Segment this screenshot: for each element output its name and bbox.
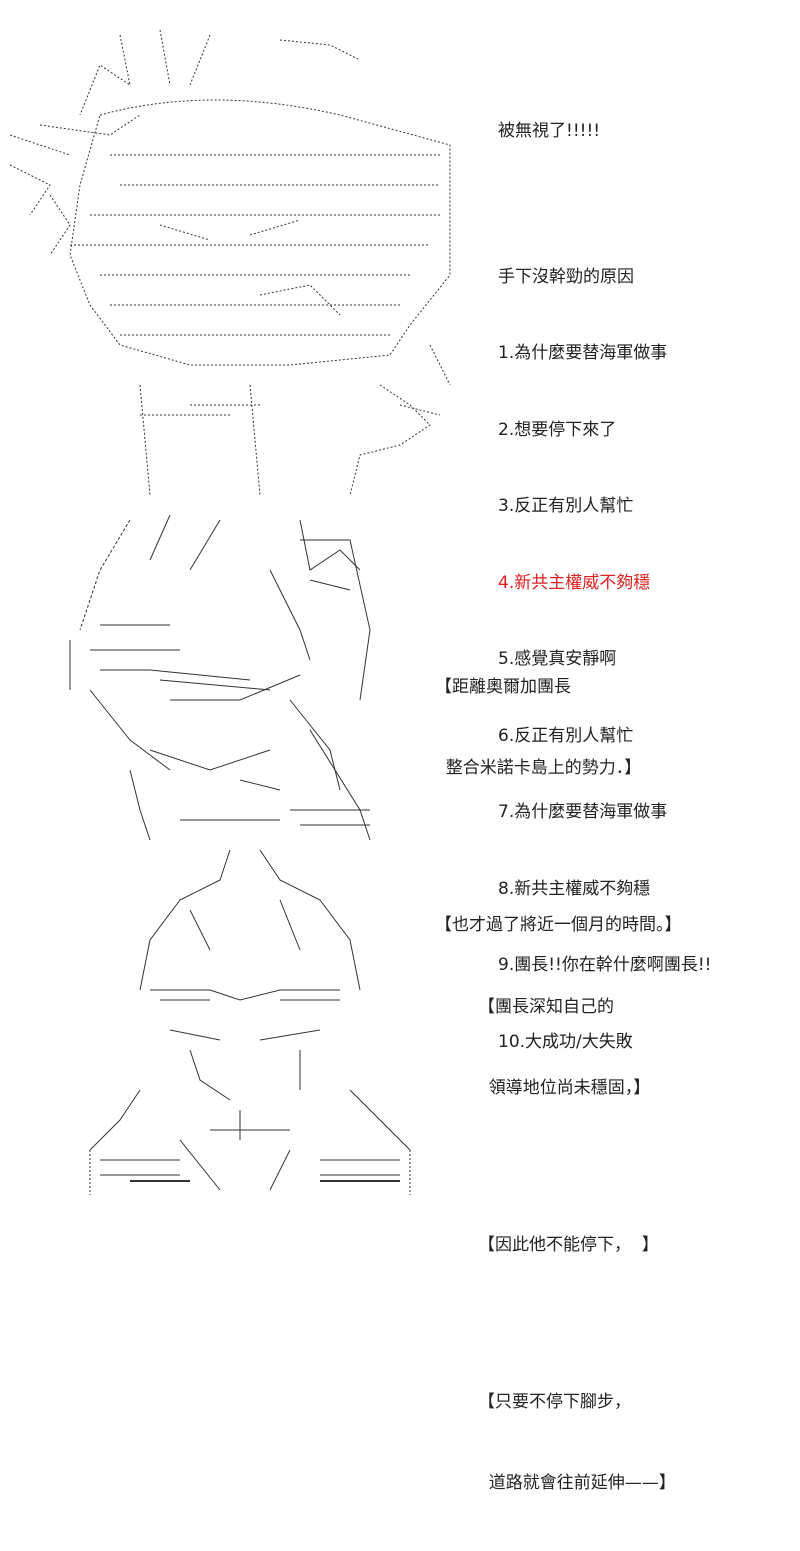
caption-line: 【距離奧爾加團長 [435,677,571,697]
panel-2: 【距離奧爾加團長 整合米諾卡島上的勢力．】 【也才過了將近一個月的時間。】 [0,505,800,935]
ascii-art-face-closeup [10,510,390,840]
caption-panel-3: 【團長深知自己的 領導地位尚未穩固，】 【因此他不能停下， 】 【只要不停下腳步… [478,940,676,1551]
ascii-art-face-drawing [69,514,371,840]
caption-gap [478,1156,676,1178]
reason-item: 6.反正有別人幫忙 [498,725,634,746]
caption-line: 整合米諾卡島上的勢力．】 [435,758,642,778]
caption-gap [478,1313,676,1335]
reason-item: 3.反正有別人幫忙 [498,496,634,516]
reason-item: 1.為什麼要替海軍做事 [498,343,668,363]
reasons-heading: 手下沒幹勁的原因 [498,266,634,287]
ascii-art-crowd-drawing [10,29,451,495]
reason-item: 5.感覺真安靜啊 [498,649,617,669]
caption-panel-2: 【距離奧爾加團長 整合米諾卡島上的勢力．】 【也才過了將近一個月的時間。】 [435,620,682,993]
reason-item: 9.團長!!你在幹什麼啊團長!! [498,955,712,975]
caption-line: 道路就會往前延伸——】 [478,1473,676,1493]
caption-line: 【因此他不能停下， 】 [478,1235,659,1255]
panel-1: 被無視了!!!!! 手下沒幹勁的原因 1.為什麼要替海軍做事 2.想要停下來了 … [0,0,800,1052]
panel-3: 【團長深知自己的 領導地位尚未穩固，】 【因此他不能停下， 】 【只要不停下腳步… [0,850,800,1493]
reason-item-highlighted: 4.新共主權威不夠穩 [498,572,651,593]
reason-item: 10.大成功/大失敗 [498,1031,633,1052]
ascii-art-figure-bust [80,850,420,1195]
reasons-text-block: 被無視了!!!!! 手下沒幹勁的原因 1.為什麼要替海軍做事 2.想要停下來了 … [498,68,711,1106]
reason-item: 2.想要停下來了 [498,419,617,440]
reason-item: 7.為什麼要替海軍做事 [498,802,668,822]
caption-line: 【也才過了將近一個月的時間。】 [435,915,682,935]
reason-item: 8.新共主權威不夠穩 [498,878,651,899]
ascii-art-figure-crowd [10,25,470,495]
caption-line: 【團長深知自己的 [478,997,614,1017]
panel-1-title: 被無視了!!!!! [498,121,601,141]
caption-line: 【只要不停下腳步， [478,1392,631,1412]
spacer [498,196,711,214]
caption-line: 領導地位尚未穩固，】 [478,1078,651,1098]
ascii-art-bust-drawing [89,850,411,1195]
